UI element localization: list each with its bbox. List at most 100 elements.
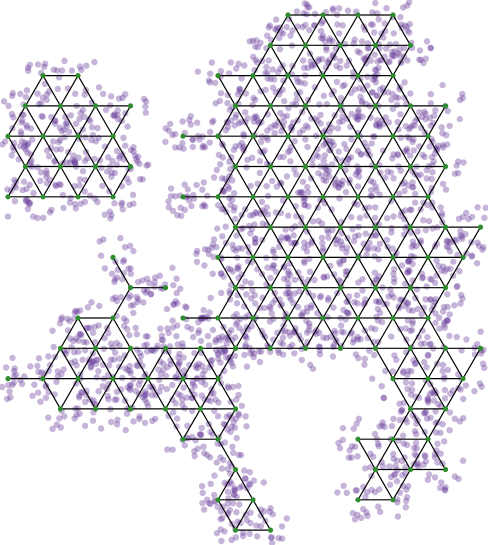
data-point [163, 305, 171, 313]
data-point [172, 374, 179, 382]
data-point [242, 475, 249, 482]
data-point [218, 537, 225, 545]
data-point [367, 464, 374, 471]
lattice-edge [269, 75, 289, 107]
data-point [353, 420, 360, 427]
data-point [49, 327, 56, 334]
data-point [5, 381, 12, 389]
data-point [266, 508, 273, 515]
data-point [108, 212, 115, 219]
data-point [246, 530, 253, 537]
lattice-edge [444, 226, 464, 258]
data-point [416, 47, 424, 54]
data-point [390, 175, 397, 182]
data-point [113, 147, 121, 155]
data-point [405, 258, 412, 265]
data-point [143, 341, 151, 348]
data-point [393, 356, 400, 363]
data-point [250, 94, 257, 102]
data-point [439, 130, 446, 137]
data-point [322, 64, 330, 71]
lattice-node [127, 163, 134, 170]
data-point [394, 513, 402, 520]
data-point [364, 45, 372, 52]
data-point [281, 97, 288, 105]
data-point [379, 419, 386, 426]
data-point [212, 79, 219, 87]
data-point [457, 300, 464, 307]
data-point [444, 303, 451, 311]
data-point [386, 41, 394, 48]
lattice-node [285, 73, 291, 79]
data-point [332, 330, 339, 337]
data-point [262, 69, 269, 77]
data-point [11, 365, 18, 372]
data-point [169, 264, 176, 271]
data-point [202, 203, 209, 210]
data-point [39, 94, 47, 101]
data-point [376, 298, 383, 305]
data-point [162, 138, 169, 145]
data-point [261, 508, 268, 515]
data-point [231, 485, 238, 492]
data-point [404, 371, 411, 379]
data-point [378, 318, 386, 326]
data-point [83, 62, 90, 69]
data-point [58, 127, 65, 135]
lattice-edge [374, 469, 394, 501]
data-point [459, 94, 466, 102]
data-point [212, 396, 219, 403]
lattice-edge [409, 196, 429, 228]
data-point [231, 122, 238, 129]
data-point [271, 25, 279, 33]
data-point [402, 464, 409, 471]
data-point [278, 234, 285, 241]
lattice-edge [357, 196, 377, 228]
lattice-edge [24, 75, 44, 107]
data-point [152, 415, 159, 423]
lattice-edge [234, 135, 254, 167]
data-point [277, 109, 284, 117]
data-point [460, 415, 467, 422]
data-point [58, 316, 65, 323]
data-point [111, 169, 119, 177]
data-point [425, 399, 432, 406]
data-point [179, 396, 186, 403]
data-point [348, 110, 355, 118]
data-point [215, 399, 222, 406]
data-point [304, 183, 311, 191]
data-point [126, 385, 133, 392]
data-point [354, 168, 361, 176]
data-point [428, 175, 435, 183]
data-point [212, 338, 219, 345]
data-point [410, 241, 417, 249]
data-point [320, 142, 327, 149]
data-point [213, 530, 221, 537]
data-point [429, 138, 436, 145]
data-point [269, 66, 276, 73]
data-point [116, 355, 123, 362]
data-point [306, 323, 313, 330]
data-point [279, 351, 287, 358]
data-point [278, 535, 286, 542]
data-point [301, 259, 308, 266]
data-point [276, 153, 283, 161]
data-point [119, 94, 126, 102]
data-point [124, 366, 131, 374]
data-point [358, 99, 366, 106]
data-point [64, 315, 71, 323]
lattice-edge [129, 378, 149, 410]
data-point [350, 425, 357, 432]
lattice-edge [217, 105, 237, 137]
data-point [404, 27, 411, 34]
data-point [407, 152, 414, 159]
data-point [118, 199, 126, 206]
data-point [359, 287, 366, 294]
data-point [71, 159, 79, 166]
data-point [231, 486, 238, 494]
lattice-node [425, 194, 431, 200]
lattice-node [285, 254, 291, 260]
data-point [339, 82, 346, 90]
data-point [272, 122, 280, 129]
data-point [123, 175, 131, 182]
